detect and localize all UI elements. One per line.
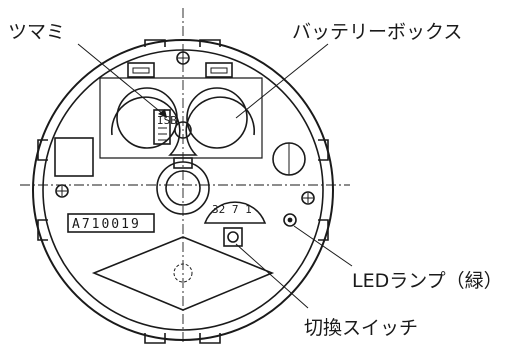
- led-lamp-label: LEDランプ（緑）: [352, 270, 503, 292]
- switch-marking: ISB: [157, 114, 177, 127]
- center-boss: [156, 157, 210, 215]
- dial-marks: 32 7 1: [212, 203, 252, 216]
- model-code-plate: A710019: [67, 213, 155, 233]
- battery-box-label: バッテリーボックス: [292, 21, 462, 43]
- round-window: [272, 142, 306, 176]
- screw-right: [301, 191, 315, 205]
- knob-label: ツマミ: [8, 21, 65, 43]
- housing-notches: [37, 39, 329, 344]
- screw-left: [55, 184, 69, 198]
- led-lamp: [283, 213, 297, 227]
- leader-lines: [77, 43, 353, 309]
- housing-outer-ring: [32, 39, 334, 341]
- knob: ISB: [153, 109, 192, 145]
- model-code: A710019: [72, 217, 141, 232]
- housing-inner-ring: [42, 49, 324, 331]
- battery-box: [99, 62, 263, 159]
- diamond-marking: [91, 236, 275, 311]
- screw-top: [176, 51, 190, 65]
- selector-switch: 32 7 1: [203, 201, 267, 247]
- square-window: [54, 137, 94, 177]
- switch-label: 切換スイッチ: [304, 317, 418, 339]
